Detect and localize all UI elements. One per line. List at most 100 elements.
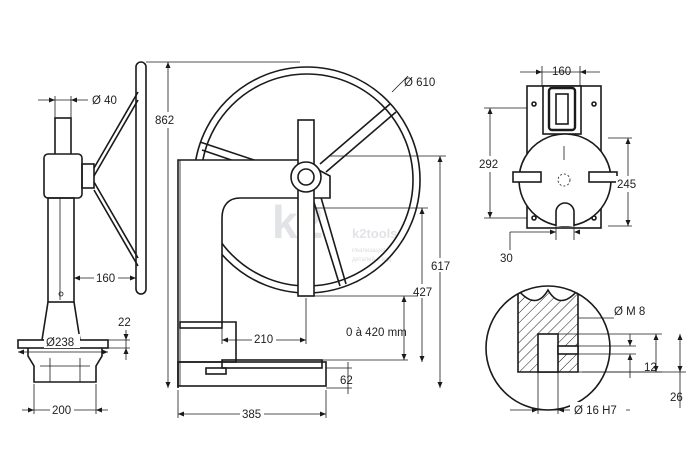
dim-side-w-base: 200 bbox=[52, 405, 71, 417]
table-center-hole bbox=[557, 173, 571, 187]
arrow bbox=[130, 275, 136, 281]
dim-table-depth: 292 bbox=[479, 159, 498, 171]
dim-front-wheel: Ø 610 bbox=[404, 77, 435, 89]
side-ram-top bbox=[54, 117, 72, 157]
arrow bbox=[558, 407, 564, 413]
dim-detail-thread: Ø M 8 bbox=[614, 306, 645, 318]
side-handwheel-rim bbox=[135, 61, 147, 295]
arrow bbox=[49, 97, 55, 103]
arrow bbox=[437, 156, 443, 162]
arrow bbox=[532, 407, 538, 413]
side-base-foot bbox=[27, 348, 103, 383]
dim-bg bbox=[154, 112, 180, 128]
arrow bbox=[625, 138, 631, 144]
front-spoke-3b bbox=[319, 193, 347, 285]
side-spoke-upper-2 bbox=[93, 99, 139, 177]
dim-table-dia: 245 bbox=[617, 179, 636, 191]
table-bolt-3 bbox=[531, 215, 537, 221]
arrow bbox=[28, 407, 34, 413]
dim-side-d-top: Ø 40 bbox=[92, 95, 117, 107]
side-column-pin bbox=[58, 291, 64, 297]
arrow bbox=[320, 411, 326, 417]
arrow bbox=[18, 349, 24, 355]
dim-side-h-small: 22 bbox=[118, 317, 131, 329]
front-frame-ledge bbox=[179, 321, 223, 329]
detail-thread-hole bbox=[557, 345, 579, 355]
arrow bbox=[487, 212, 493, 218]
arrow bbox=[419, 356, 425, 362]
front-ram bbox=[297, 119, 315, 297]
arrow bbox=[300, 337, 306, 343]
side-view: Ø 40 160 Ø238 22 200 bbox=[17, 61, 147, 417]
arrow bbox=[74, 275, 80, 281]
front-frame bbox=[177, 159, 331, 388]
arrow bbox=[123, 334, 129, 340]
arrow bbox=[580, 69, 586, 75]
arrow bbox=[419, 208, 425, 214]
arrow bbox=[627, 340, 633, 346]
dim-bg bbox=[478, 156, 502, 172]
dim-side-d-base: Ø238 bbox=[46, 337, 74, 349]
dim-bg bbox=[240, 406, 264, 420]
dim-bg bbox=[50, 402, 74, 416]
arrow bbox=[401, 296, 407, 302]
side-spoke-lower-1 bbox=[93, 181, 139, 259]
front-table-lug bbox=[205, 367, 227, 375]
dim-front-throat: 210 bbox=[254, 334, 273, 346]
arrow bbox=[178, 411, 184, 417]
front-spoke-1b bbox=[325, 111, 397, 173]
dim-table-slot: 30 bbox=[500, 253, 513, 265]
side-spoke-lower-2 bbox=[93, 189, 139, 267]
arrow bbox=[536, 69, 542, 75]
dim-bg bbox=[412, 284, 434, 298]
arrow bbox=[437, 382, 443, 388]
dim-front-table-top: 62 bbox=[340, 375, 353, 387]
side-flare bbox=[41, 301, 81, 341]
arrow bbox=[96, 407, 102, 413]
arrow bbox=[487, 108, 493, 114]
dim-front-table-height: 617 bbox=[431, 261, 450, 273]
arrow bbox=[653, 366, 659, 372]
side-hub bbox=[81, 163, 95, 189]
arrow bbox=[401, 354, 407, 360]
dim-front-stroke: 427 bbox=[413, 287, 432, 299]
front-spoke-3 bbox=[311, 195, 341, 287]
arrow bbox=[627, 354, 633, 360]
table-slot-bottom bbox=[555, 202, 575, 226]
arrow bbox=[165, 62, 171, 68]
arrow bbox=[222, 337, 228, 343]
arrow bbox=[625, 220, 631, 226]
dim-detail-depth: 12 bbox=[644, 362, 657, 374]
table-bolt-1 bbox=[531, 101, 537, 107]
front-pinion bbox=[297, 168, 315, 186]
arrow bbox=[574, 229, 580, 235]
dim-bg bbox=[44, 334, 80, 348]
dim-detail-length: 26 bbox=[670, 392, 683, 404]
dim-detail-bore: Ø 16 H7 bbox=[574, 405, 617, 417]
front-view: 862 Ø 610 617 427 0 à 420 mm 210 bbox=[146, 61, 452, 421]
front-spoke-1 bbox=[319, 103, 391, 165]
arrow bbox=[71, 97, 77, 103]
watermark-tagline-1: Реализация bbox=[352, 248, 385, 254]
side-spoke-upper-1 bbox=[93, 91, 139, 169]
dim-front-height: 862 bbox=[155, 115, 174, 127]
side-head-block bbox=[43, 153, 83, 199]
table-view: 160 292 245 bbox=[478, 66, 640, 265]
dim-bg bbox=[570, 402, 626, 417]
watermark: k2 k2tools Реализация деталей и изд bbox=[272, 196, 398, 263]
dim-bg bbox=[94, 270, 118, 284]
arrow bbox=[677, 334, 683, 340]
arrow bbox=[653, 334, 659, 340]
front-pinion-housing bbox=[290, 161, 322, 193]
table-slot-left bbox=[512, 171, 542, 183]
arrow bbox=[677, 366, 683, 372]
arrow bbox=[102, 349, 108, 355]
arrow bbox=[123, 348, 129, 354]
watermark-brand: k2tools bbox=[352, 226, 398, 241]
arrow bbox=[165, 382, 171, 388]
dim-front-range: 0 à 420 mm bbox=[346, 327, 407, 339]
front-table-plate bbox=[221, 359, 323, 369]
table-slot-right bbox=[588, 171, 618, 183]
dim-table-width: 160 bbox=[552, 66, 571, 78]
